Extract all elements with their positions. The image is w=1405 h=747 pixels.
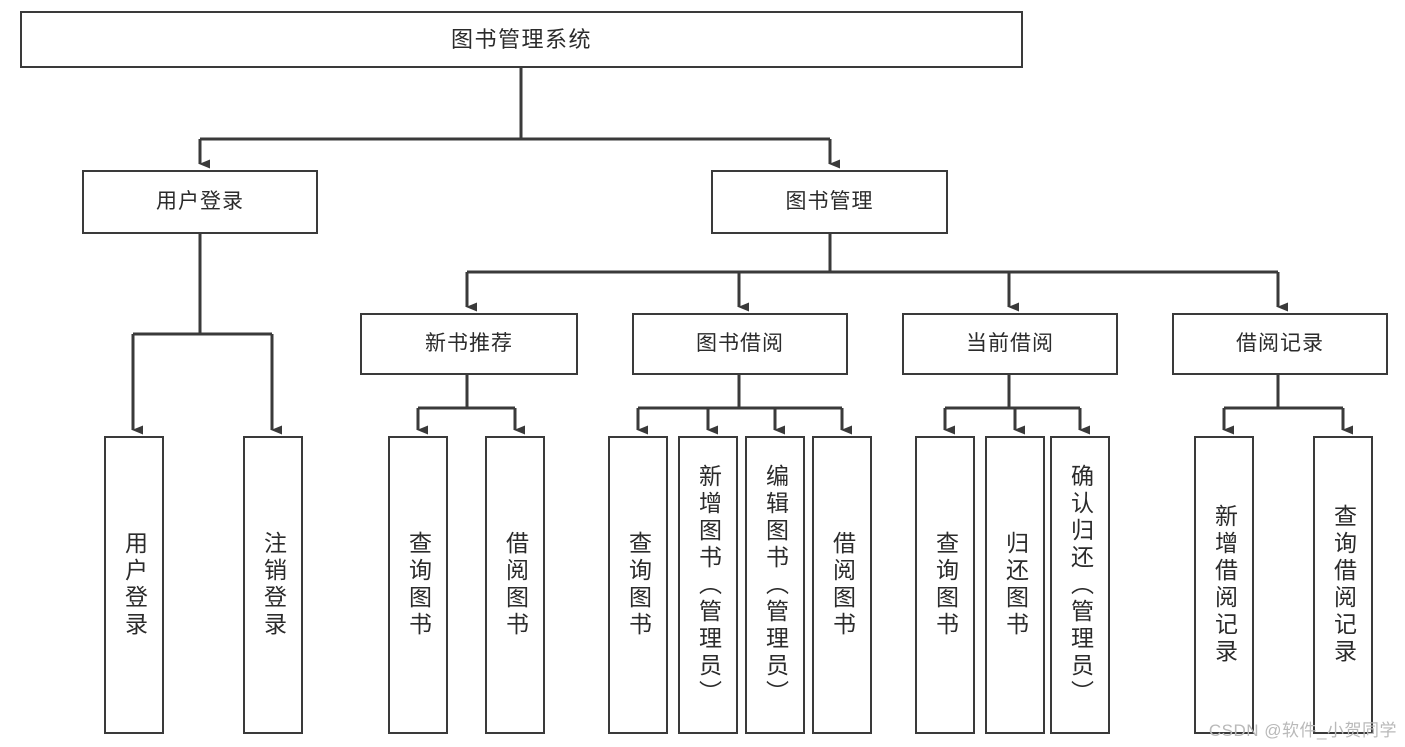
node-leaf-cb-query-book[interactable]: 查询图书 bbox=[915, 436, 975, 734]
node-leaf-bb-add-book[interactable]: 新增图书（管理员） bbox=[678, 436, 738, 734]
node-label: 新增借阅记录 bbox=[1211, 504, 1238, 666]
node-label: 查询图书 bbox=[625, 531, 652, 639]
node-leaf-user-logout[interactable]: 注销登录 bbox=[243, 436, 303, 734]
node-label: 借阅图书 bbox=[502, 531, 529, 639]
node-label: 借阅图书 bbox=[829, 531, 856, 639]
node-label: 查询图书 bbox=[405, 531, 432, 639]
node-borrow-record[interactable]: 借阅记录 bbox=[1172, 313, 1388, 375]
node-label: 确认归还（管理员） bbox=[1067, 463, 1094, 707]
node-leaf-bb-edit-book[interactable]: 编辑图书（管理员） bbox=[745, 436, 805, 734]
node-label: 编辑图书（管理员） bbox=[762, 463, 789, 707]
node-label: 图书管理系统 bbox=[450, 26, 592, 52]
node-root-system[interactable]: 图书管理系统 bbox=[20, 11, 1023, 68]
connector-group-book-manage bbox=[465, 234, 1288, 312]
connector-group-root bbox=[198, 68, 840, 169]
node-leaf-user-login[interactable]: 用户登录 bbox=[104, 436, 164, 734]
node-label: 查询图书 bbox=[932, 531, 959, 639]
node-leaf-rec-borrow-book[interactable]: 借阅图书 bbox=[485, 436, 545, 734]
node-label: 用户登录 bbox=[121, 531, 148, 639]
node-label: 借阅记录 bbox=[1236, 331, 1324, 355]
node-leaf-br-query-record[interactable]: 查询借阅记录 bbox=[1313, 436, 1373, 734]
node-label: 新增图书（管理员） bbox=[695, 463, 722, 707]
connector-group-new-book-rec bbox=[416, 375, 525, 435]
node-leaf-rec-query-book[interactable]: 查询图书 bbox=[388, 436, 448, 734]
connector-group-user-login bbox=[131, 234, 282, 435]
node-label: 用户登录 bbox=[156, 189, 244, 213]
connector-group-book-borrow bbox=[636, 375, 852, 435]
node-label: 当前借阅 bbox=[966, 331, 1054, 355]
node-leaf-br-add-record[interactable]: 新增借阅记录 bbox=[1194, 436, 1254, 734]
node-new-book-recommendation[interactable]: 新书推荐 bbox=[360, 313, 578, 375]
node-current-borrow[interactable]: 当前借阅 bbox=[902, 313, 1118, 375]
node-label: 图书借阅 bbox=[696, 331, 784, 355]
node-leaf-bb-query-book[interactable]: 查询图书 bbox=[608, 436, 668, 734]
connector-group-current-borrow bbox=[943, 375, 1090, 435]
node-label: 新书推荐 bbox=[425, 331, 513, 355]
node-leaf-bb-borrow-book[interactable]: 借阅图书 bbox=[812, 436, 872, 734]
node-label: 归还图书 bbox=[1002, 531, 1029, 639]
node-label: 查询借阅记录 bbox=[1330, 504, 1357, 666]
node-book-manage[interactable]: 图书管理 bbox=[711, 170, 948, 234]
node-label: 图书管理 bbox=[785, 189, 874, 213]
node-leaf-cb-confirm-return[interactable]: 确认归还（管理员） bbox=[1050, 436, 1110, 734]
node-label: 注销登录 bbox=[260, 531, 287, 639]
connector-group-borrow-record bbox=[1222, 375, 1353, 435]
node-user-login[interactable]: 用户登录 bbox=[82, 170, 318, 234]
node-leaf-cb-return-book[interactable]: 归还图书 bbox=[985, 436, 1045, 734]
node-book-borrow[interactable]: 图书借阅 bbox=[632, 313, 848, 375]
